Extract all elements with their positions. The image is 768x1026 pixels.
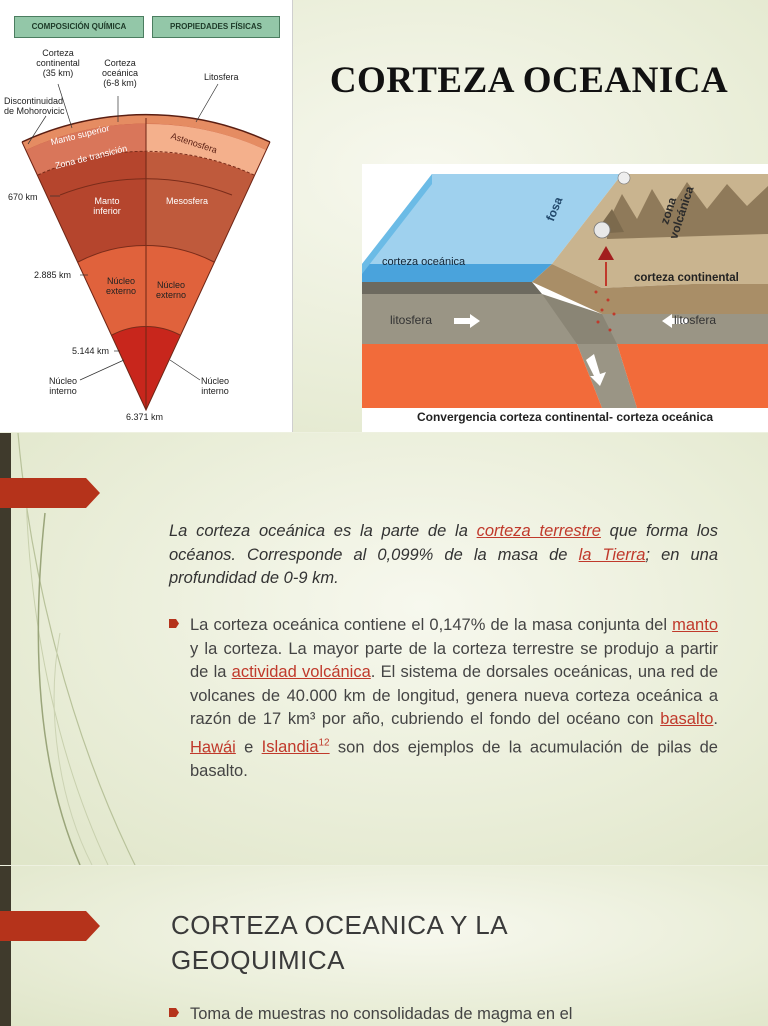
label-discontinuidad: Discontinuidad de Mohorovicic	[4, 96, 65, 116]
label-nucleo-interno-right: Núcleo interno	[200, 376, 229, 396]
section-arrow-tab	[0, 478, 100, 508]
label-corteza-oceanica: Corteza oceánica (6-8 km)	[101, 58, 139, 88]
bullet-item: Toma de muestras no consolidadas de magm…	[169, 1003, 718, 1026]
label-manto-inferior: Manto inferior	[93, 196, 121, 216]
intro-paragraph: La corteza oceánica es la parte de la co…	[169, 522, 719, 587]
label-depth-6371: 6.371 km	[126, 412, 164, 422]
bullet-item: La corteza oceánica contiene el 0,147% d…	[169, 614, 718, 783]
label-depth-2885: 2.885 km	[34, 270, 72, 280]
header-composicion-quimica: COMPOSICIÓN QUÍMICA	[14, 16, 144, 38]
section-arrow-tab	[0, 911, 100, 941]
link-corteza-terrestre[interactable]: corteza terrestre	[476, 522, 601, 540]
label-corteza-oceanica-diagram: corteza oceánica	[382, 256, 466, 268]
earth-layers-figure: COMPOSICIÓN QUÍMICA PROPIEDADES FÍSICAS	[0, 0, 293, 432]
link-manto[interactable]: manto	[672, 616, 718, 634]
label-corteza-continental: Corteza continental (35 km)	[36, 48, 80, 78]
label-litosfera-right: litosfera	[674, 313, 717, 327]
link-hawai[interactable]: Hawái	[190, 738, 236, 756]
link-la-tierra[interactable]: la Tierra	[578, 545, 646, 564]
slide-2: La corteza oceánica es la parte de la co…	[0, 433, 768, 865]
link-basalto[interactable]: basalto	[660, 710, 714, 728]
convergence-diagram: fosa zona volcánica corteza oceánica cor…	[362, 164, 768, 432]
label-depth-670: 670 km	[8, 192, 38, 202]
decorative-swoosh	[17, 433, 136, 865]
slide-title: CORTEZA OCEANICA	[329, 59, 729, 101]
header-propiedades-fisicas: PROPIEDADES FÍSICAS	[152, 16, 280, 38]
slide-1: COMPOSICIÓN QUÍMICA PROPIEDADES FÍSICAS	[0, 0, 768, 432]
section-title: CORTEZA OCEANICA Y LA GEOQUIMICA	[171, 910, 509, 975]
bullet-text: La corteza oceánica contiene el 0,147% d…	[190, 616, 718, 780]
label-litosfera-left: litosfera	[390, 313, 433, 327]
convergence-graphic	[362, 171, 768, 408]
earth-cross-section-graphic	[21, 83, 271, 412]
label-litosfera: Litosfera	[204, 72, 239, 82]
side-strip	[0, 866, 11, 1026]
label-nucleo-externo-right: Núcleo externo	[155, 280, 187, 300]
footnote-ref[interactable]: 12	[318, 737, 330, 749]
label-nucleo-interno-left: Núcleo interno	[48, 376, 77, 396]
label-corteza-continental-diagram: corteza continental	[634, 272, 739, 284]
side-strip	[0, 433, 11, 865]
label-mesosfera: Mesosfera	[166, 196, 209, 206]
bullet-text: Toma de muestras no consolidadas de magm…	[190, 1005, 573, 1023]
arrow-bullet-icon	[169, 1008, 179, 1017]
label-nucleo-externo-left: Núcleo externo	[105, 276, 137, 296]
link-actividad-volcanica[interactable]: actividad volcánica	[231, 663, 371, 681]
diagram-caption: Convergencia corteza continental- cortez…	[416, 410, 714, 424]
link-islandia[interactable]: Islandia12	[261, 737, 330, 757]
arrow-bullet-icon	[169, 619, 179, 628]
label-depth-5144: 5.144 km	[72, 346, 110, 356]
slide-3: CORTEZA OCEANICA Y LA GEOQUIMICA Toma de…	[0, 866, 768, 1026]
